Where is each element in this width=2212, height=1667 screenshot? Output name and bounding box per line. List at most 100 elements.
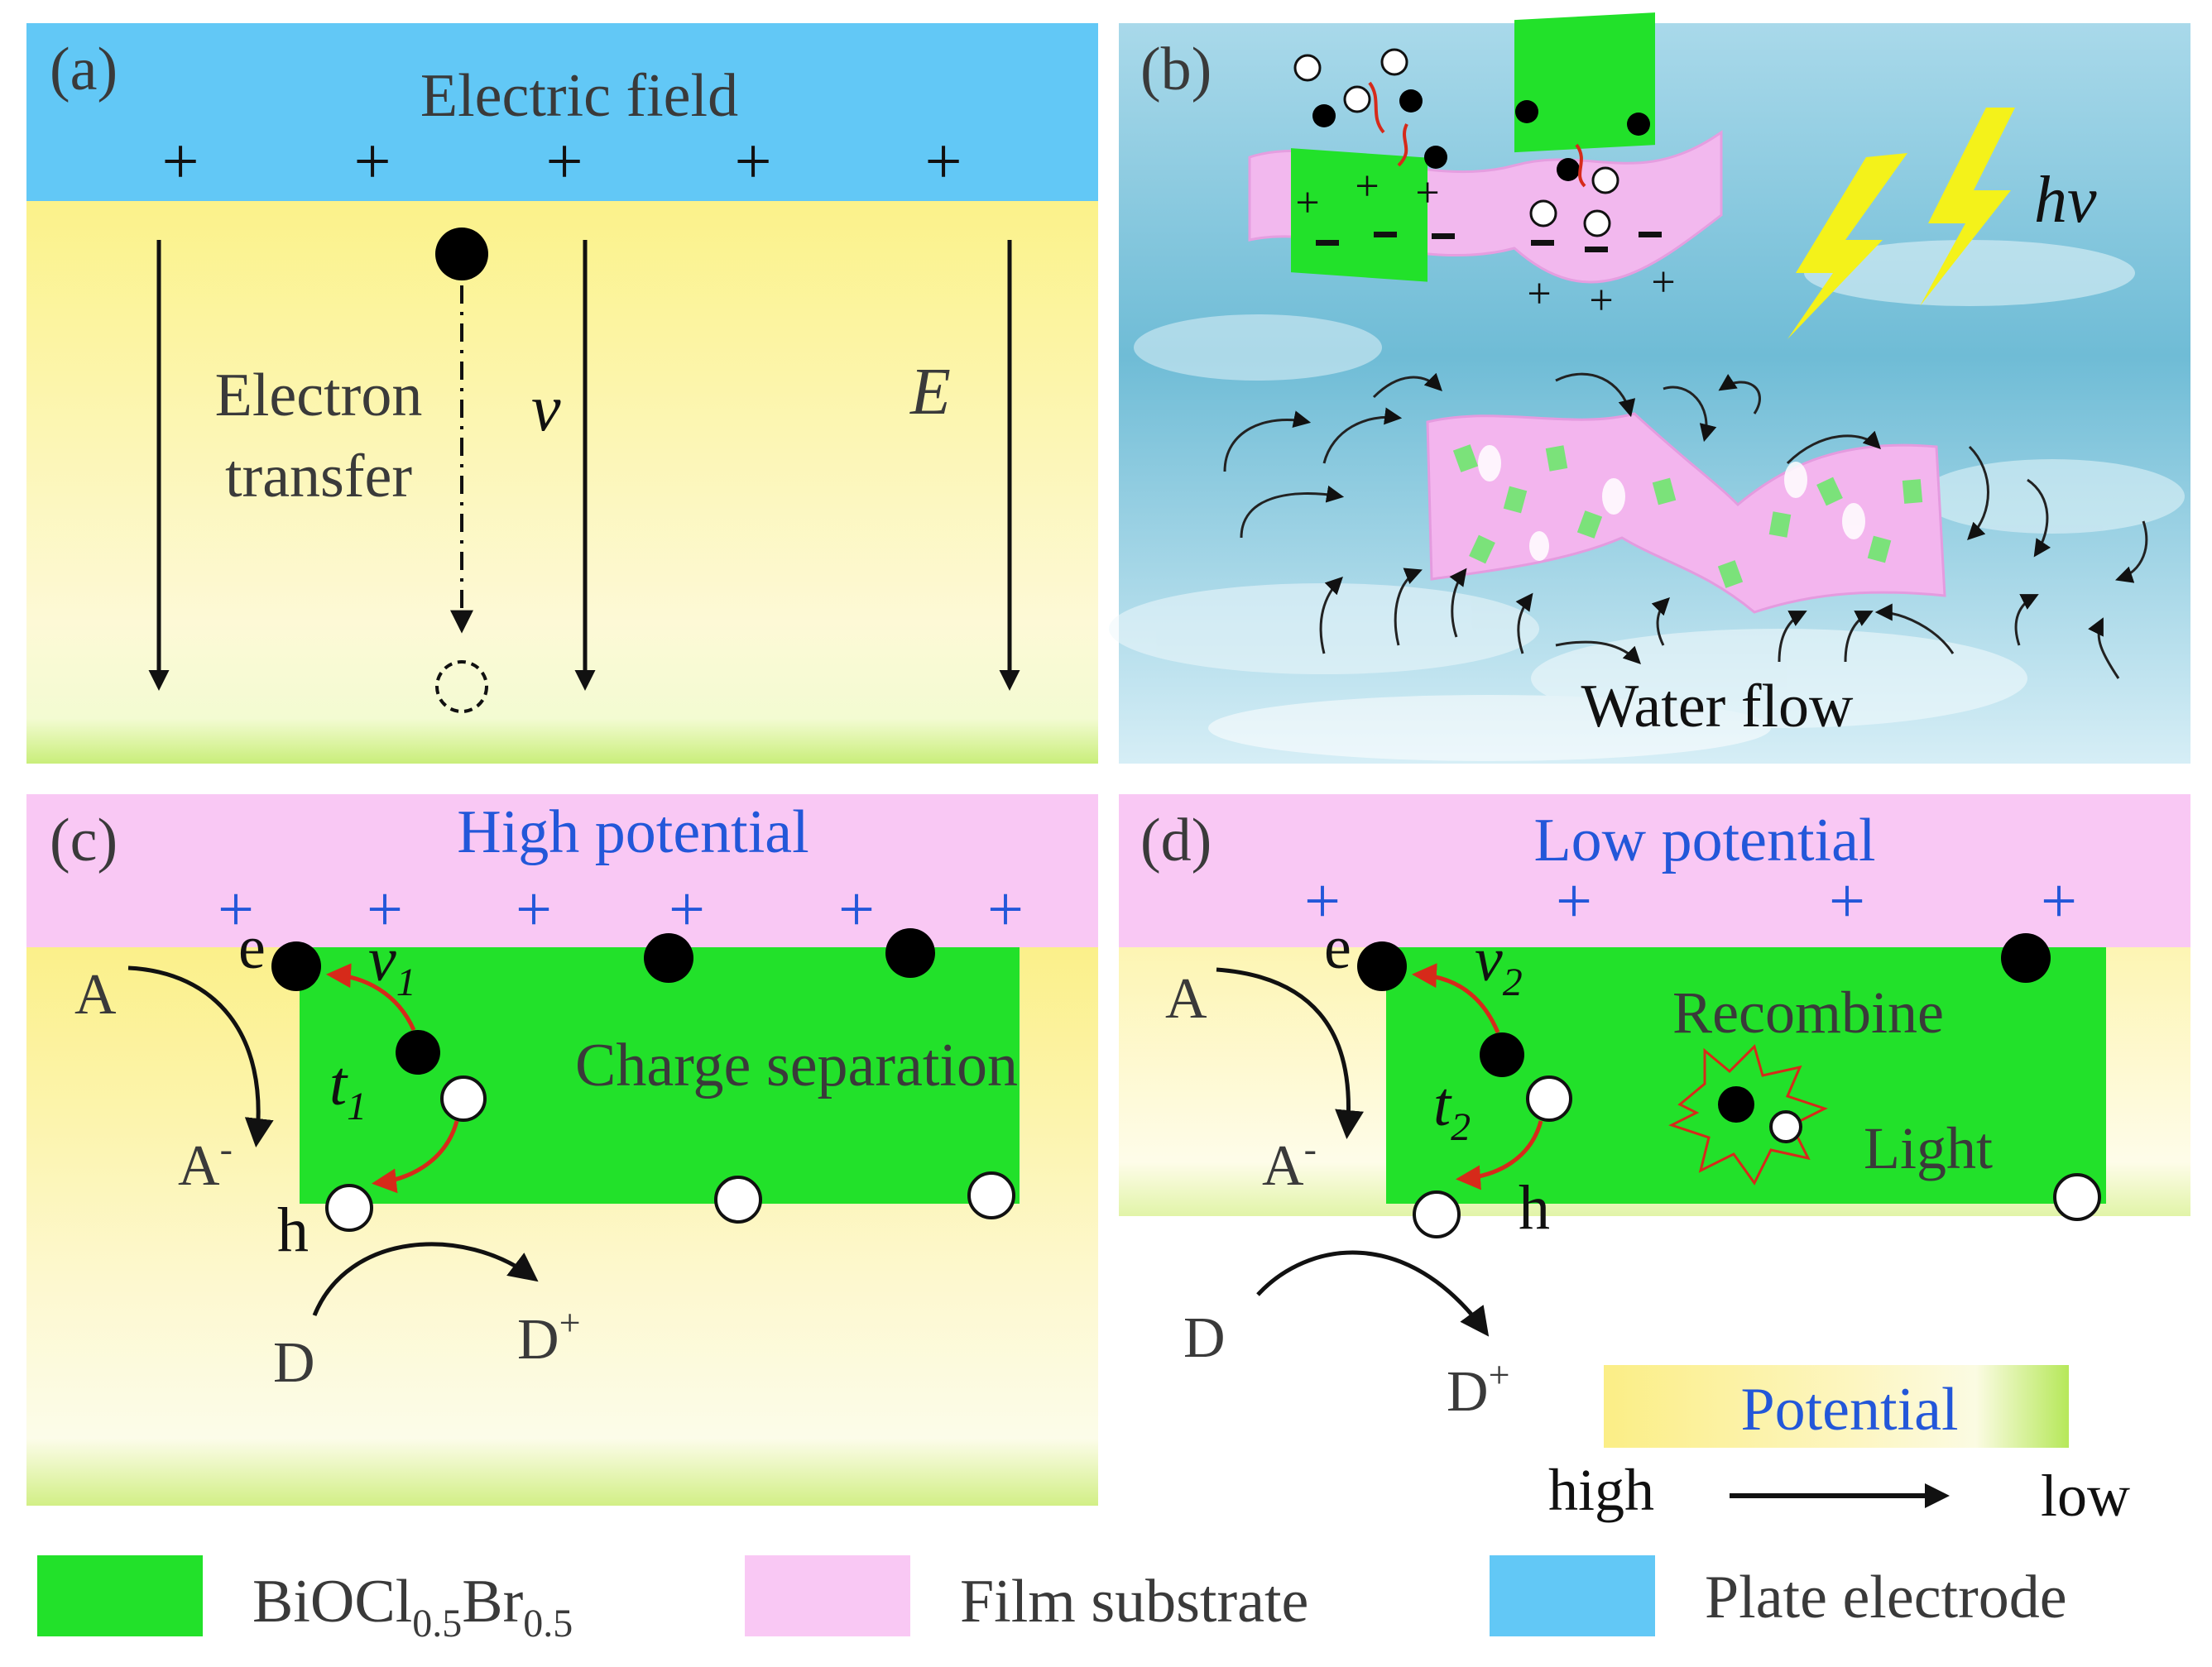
water-flow-arrows [1223, 372, 2148, 679]
recombine-label: Recombine [1672, 980, 1944, 1046]
bioclbr-block [300, 947, 1020, 1204]
electron-dot [885, 928, 935, 978]
panel-d: (d) Low potential + + + + e v2 t2 Recomb… [1119, 794, 2190, 1529]
flow-arrow [1555, 640, 1641, 664]
plus-sign: + [218, 873, 254, 945]
flow-arrow [1372, 372, 1442, 399]
legend-item-film-substrate: Film substrate [745, 1555, 1308, 1636]
flow-arrow [1240, 485, 1345, 539]
flow-arrow [2027, 478, 2051, 558]
plus-sign: + [1527, 271, 1551, 318]
film-charge-signs: + + + + + + [1295, 163, 1675, 324]
flow-arrow [1322, 407, 1403, 464]
electron-label: e [238, 914, 266, 982]
plate-electrode-band [26, 23, 1098, 201]
light-bolt-icon [1920, 108, 2015, 306]
field-symbol: E [909, 356, 951, 429]
reduction-arrow [127, 965, 274, 1147]
high-potential-label: High potential [457, 798, 809, 866]
panel-a-plus-row: + + + + + [161, 126, 962, 199]
particle-charges [1293, 48, 1650, 237]
reduction-arrow [1216, 967, 1364, 1139]
legend-swatch [745, 1555, 910, 1636]
plus-sign: + [924, 126, 962, 199]
panel-d-plus-row: + + + + [1304, 865, 2077, 936]
plus-sign: + [367, 873, 403, 945]
plus-sign: + [1589, 277, 1613, 324]
flow-arrow [1778, 611, 1807, 663]
water-flow-label: Water flow [1581, 673, 1855, 740]
hole-dot [1769, 1110, 1802, 1143]
hole-dot [440, 1075, 487, 1122]
electron-label: e [1324, 914, 1351, 982]
electron-dot [271, 941, 321, 991]
plus-sign: + [1304, 865, 1341, 936]
plus-sign: + [1295, 180, 1319, 227]
potential-high-label: high [1548, 1457, 1654, 1523]
plus-sign: + [987, 873, 1024, 945]
panel-b: (b) + + + [1109, 12, 2190, 764]
plus-sign: + [838, 873, 875, 945]
electric-field-label: Electric field [420, 62, 738, 130]
legend-label-bioclbr: BiOCl0.5Br0.5 [252, 1568, 573, 1645]
flow-arrow [1515, 592, 1533, 654]
minus-sign [1639, 232, 1662, 237]
submerged-film-particles [1452, 444, 1923, 588]
electron-dot [1480, 1032, 1524, 1077]
hole-dot [2053, 1173, 2101, 1221]
flow-arrow [1319, 577, 1343, 654]
panel-a-tag: (a) [50, 36, 118, 103]
plus-sign: + [1829, 865, 1865, 936]
submerged-film-spots [1478, 445, 1865, 561]
acceptor-label: A [74, 963, 117, 1027]
donor-label: D [273, 1331, 315, 1395]
hole-migration-arrow [1456, 1120, 1543, 1190]
potential-low-label: low [2041, 1463, 2130, 1529]
electric-field-region [26, 201, 1098, 764]
legend-item-bioclbr: BiOCl0.5Br0.5 [37, 1555, 573, 1645]
velocity-symbol: v1 [368, 925, 416, 1004]
electron-dot [396, 1030, 440, 1075]
flow-arrow [1786, 430, 1881, 465]
plus-sign: + [516, 873, 552, 945]
flow-arrow [1718, 373, 1761, 414]
minus-sign [1585, 247, 1608, 252]
flow-arrow [1874, 603, 1955, 654]
minus-sign [1531, 240, 1554, 246]
low-potential-label: Low potential [1533, 807, 1875, 874]
bioclbr-particle [1291, 148, 1427, 282]
electron-dot [1357, 941, 1407, 991]
legend-item-plate-electrode: Plate electrode [1490, 1555, 2067, 1636]
hole-label: h [277, 1195, 309, 1265]
panel-b-tag: (b) [1140, 36, 1212, 103]
electron-dot [644, 933, 693, 983]
flow-arrow [1449, 568, 1467, 638]
plus-sign: + [1556, 865, 1592, 936]
plus-sign: + [669, 873, 705, 945]
light-bolt-icon [1787, 153, 1907, 339]
flow-arrow [1844, 611, 1874, 663]
oxidation-arrow [312, 1242, 539, 1316]
electron-migration-arrow [1412, 963, 1500, 1033]
velocity-symbol: v2 [1475, 925, 1523, 1004]
minus-sign [1316, 240, 1339, 246]
film-substrate-band [26, 794, 1098, 947]
hole-migration-arrow [372, 1120, 459, 1194]
time-symbol: t1 [329, 1049, 367, 1128]
reduced-acceptor-label: A- [1262, 1128, 1317, 1198]
light-label: Light [1864, 1115, 1993, 1181]
oxidized-donor-label: D+ [1447, 1353, 1510, 1424]
flow-arrow [2014, 594, 2039, 646]
electron-dot [2001, 933, 2051, 983]
flow-arrow [1651, 597, 1670, 646]
flow-arrow [1223, 410, 1312, 472]
electron-migration-arrow [326, 963, 416, 1032]
velocity-symbol: v [531, 372, 561, 445]
plus-sign: + [353, 126, 391, 199]
plus-sign: + [1415, 170, 1439, 217]
minus-sign [1374, 232, 1397, 237]
bioclbr-particle [1514, 12, 1655, 153]
time-symbol: t2 [1433, 1070, 1471, 1149]
flow-arrow [1394, 568, 1423, 646]
